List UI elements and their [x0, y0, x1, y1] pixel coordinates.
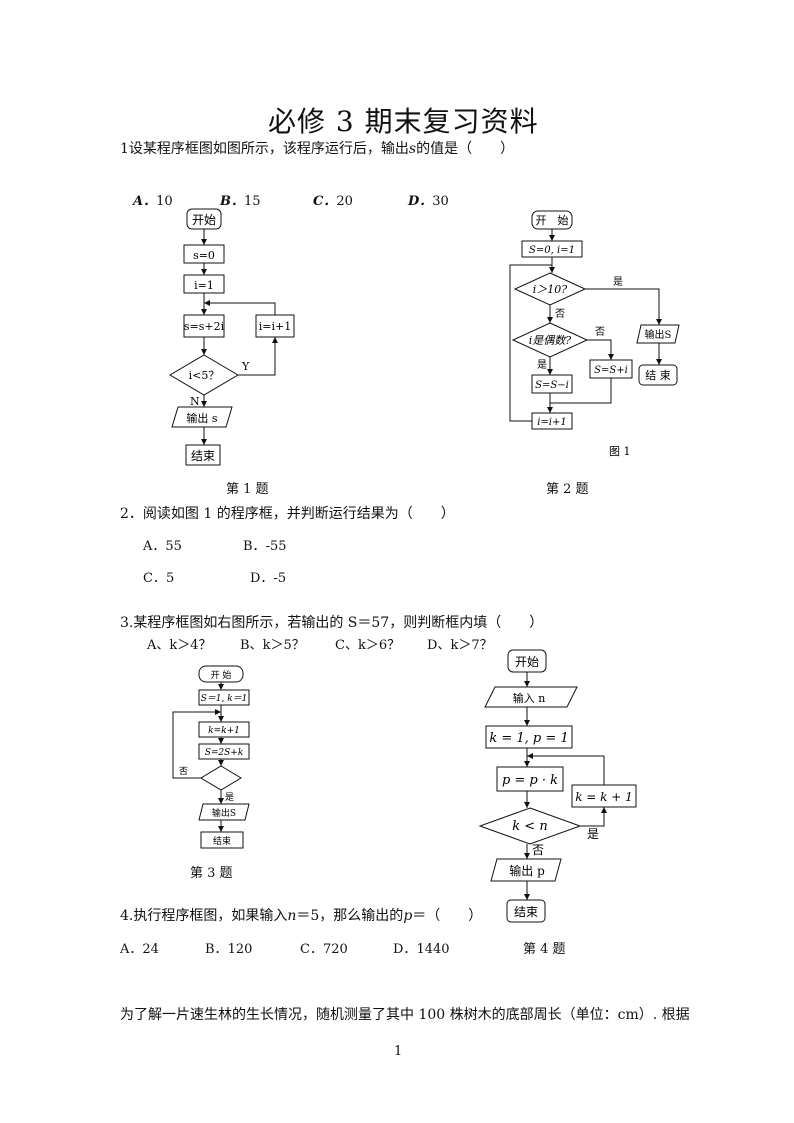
question-3-option-c: C、k＞6？ [335, 638, 401, 653]
question-4-stem: 4.执行程序框图，如果输入n＝5，那么输出的p＝（ ） [120, 908, 483, 924]
flowchart-label: 是 [587, 827, 599, 841]
flowchart-label: 开始 [515, 655, 539, 669]
fc1-ii1: i=i+1 [259, 320, 291, 333]
fc1-output: 输出 s [186, 411, 217, 425]
flowchart-q2: 开 始 S=0, i=1 i＞10? 是 否 i是偶数? 否 是 S=S−i S… [509, 210, 680, 458]
page-title: 必修 3 期末复习资料 [268, 105, 539, 138]
flowchart-label: 输出S [212, 807, 236, 819]
flowchart-label: 开 始 [211, 669, 232, 681]
flowchart-label: 否 [595, 326, 605, 338]
question-2-option-c: C．5 [143, 571, 175, 586]
question-1-option-a: A．10 [133, 194, 173, 209]
flowchart-label: k = k + 1 [575, 790, 633, 804]
fc1-cond: i<5？ [189, 369, 220, 382]
caption-q2: 第 2 题 [546, 482, 589, 497]
question-1-option-c: C．20 [313, 194, 353, 209]
flowchart-label: 否 [555, 308, 565, 320]
fc1-yes: Y [241, 360, 250, 373]
flowchart-label: 输出 p [509, 863, 545, 878]
flowchart-label: i=i+1 [537, 417, 567, 428]
flowchart-label: S=S+i [594, 365, 628, 376]
flowchart-label: k=k+1 [208, 726, 240, 736]
flowchart-q4: 开始 输入 n k = 1, p = 1 p = p · k k = k + 1… [478, 649, 637, 923]
flowchart-label: 输出S [645, 328, 672, 341]
flowchart-label: 图 1 [609, 445, 631, 458]
fc1-s2i: s=s+2i [184, 320, 225, 333]
caption-q4: 第 4 题 [523, 942, 566, 957]
flowchart-label: S=0, i=1 [529, 245, 575, 256]
flowchart-q1: 开始 s=0 i=1 s=s+2i i=i+1 i<5？ Y N 输出 s 结束 [169, 208, 295, 466]
question-3-option-d: D、k＞7？ [427, 638, 493, 653]
flowchart-label: S=2S+k [205, 748, 244, 758]
question-2-option-b: B．-55 [243, 539, 287, 554]
fc1-i1: i=1 [194, 279, 214, 292]
flowchart-label: 否 [179, 766, 188, 777]
question-1-var: s [408, 141, 417, 157]
caption-q3: 第 3 题 [190, 866, 233, 881]
question-4-option-d: D．1440 [393, 942, 450, 957]
question-4-option-b: B．120 [205, 942, 253, 957]
fc1-end: 结束 [191, 449, 215, 463]
flowchart-label: 是 [613, 276, 623, 288]
flowchart-label: 结 束 [645, 369, 671, 382]
flowchart-label: S=S−i [535, 380, 569, 391]
question-1-option-b: B．15 [220, 194, 261, 209]
flowchart-label: 输入 n [513, 691, 546, 705]
question-1-text: 1设某程序框图如图所示，该程序运行后，输出 [120, 141, 409, 157]
question-1-tail: 的值是（ ） [416, 141, 515, 157]
question-5-stem: 为了解一片速生林的生长情况，随机测量了其中 100 株树木的底部周长（单位：cm… [120, 1007, 690, 1023]
question-2-option-a: A．55 [143, 539, 182, 554]
question-4-option-c: C．720 [300, 942, 348, 957]
flowchart-label: 开 始 [536, 213, 569, 227]
flowchart-label: k = 1, p = 1 [489, 731, 568, 746]
question-1-option-d: D．30 [408, 194, 449, 209]
question-1-stem: 1设某程序框图如图所示，该程序运行后，输出s的值是（ ） [120, 138, 514, 158]
caption-q1: 第 1 题 [226, 482, 269, 497]
flowchart-label: S＝1, k＝1 [201, 694, 248, 704]
question-3-stem: 3.某程序框图如右图所示，若输出的 S＝57，则判断框内填（ ） [120, 615, 544, 631]
question-4-option-a: A．24 [120, 942, 159, 957]
question-2-stem: 2．阅读如图 1 的程序框，并判断运行结果为（ ） [120, 506, 455, 522]
flowchart-label: 是 [225, 792, 234, 803]
flowchart-label: 结束 [514, 905, 538, 919]
flowchart-label: i＞10? [533, 283, 568, 296]
question-3-option-b: B、k＞5？ [240, 638, 305, 653]
page-number: 1 [394, 1044, 403, 1059]
question-2-option-d: D．-5 [250, 571, 287, 586]
flowchart-label: 否 [532, 843, 544, 857]
flowchart-label: 结束 [213, 835, 231, 847]
flowchart-label: i是偶数? [529, 334, 572, 347]
flowchart-label: 是 [537, 359, 547, 371]
flowchart-label: p = p · k [502, 773, 558, 788]
fc1-no: N [190, 395, 200, 408]
fc1-s0: s=0 [193, 249, 215, 262]
flowchart-label: k < n [512, 819, 547, 834]
fc1-start: 开始 [192, 213, 216, 227]
flowchart-q3: 开 始 S＝1, k＝1 k=k+1 S=2S+k 否 是 输出S 结束 [172, 665, 250, 849]
question-3-option-a: A、k＞4？ [147, 638, 212, 653]
